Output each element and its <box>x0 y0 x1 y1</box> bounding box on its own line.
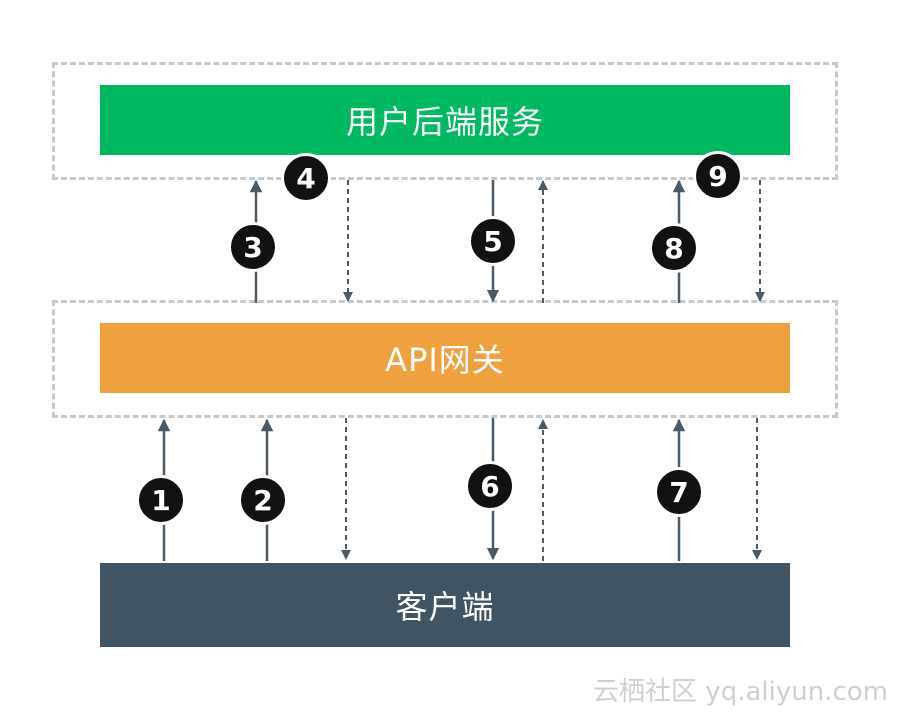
step-number: 2 <box>253 483 273 517</box>
watermark-text: 云栖社区 yq.aliyun.com <box>593 677 888 707</box>
step-badge-3: 3 <box>228 222 278 272</box>
client-label: 客户端 <box>395 588 495 626</box>
step-number: 7 <box>669 475 689 509</box>
step-number: 5 <box>483 224 503 258</box>
step-number: 6 <box>480 469 500 503</box>
api-gateway-label: API网关 <box>385 341 505 379</box>
step-number: 8 <box>664 231 684 265</box>
backend-service-label: 用户后端服务 <box>345 103 544 141</box>
step-number: 9 <box>708 159 728 193</box>
step-number: 4 <box>296 161 316 195</box>
gateway-frame <box>52 300 838 418</box>
step-badge-2: 2 <box>238 475 288 525</box>
step-badge-7: 7 <box>654 467 704 517</box>
step-number: 1 <box>151 483 171 517</box>
backend-frame <box>52 62 838 180</box>
step-number: 3 <box>243 230 263 264</box>
api-gateway-layer: API网关 <box>100 323 790 393</box>
step-badge-9: 9 <box>693 151 743 201</box>
backend-service-layer: 用户后端服务 <box>100 85 790 155</box>
step-badge-8: 8 <box>649 223 699 273</box>
step-badge-5: 5 <box>468 216 518 266</box>
step-badge-6: 6 <box>465 461 515 511</box>
client-layer: 客户端 <box>100 563 790 647</box>
step-badge-4: 4 <box>281 153 331 203</box>
step-badge-1: 1 <box>136 475 186 525</box>
